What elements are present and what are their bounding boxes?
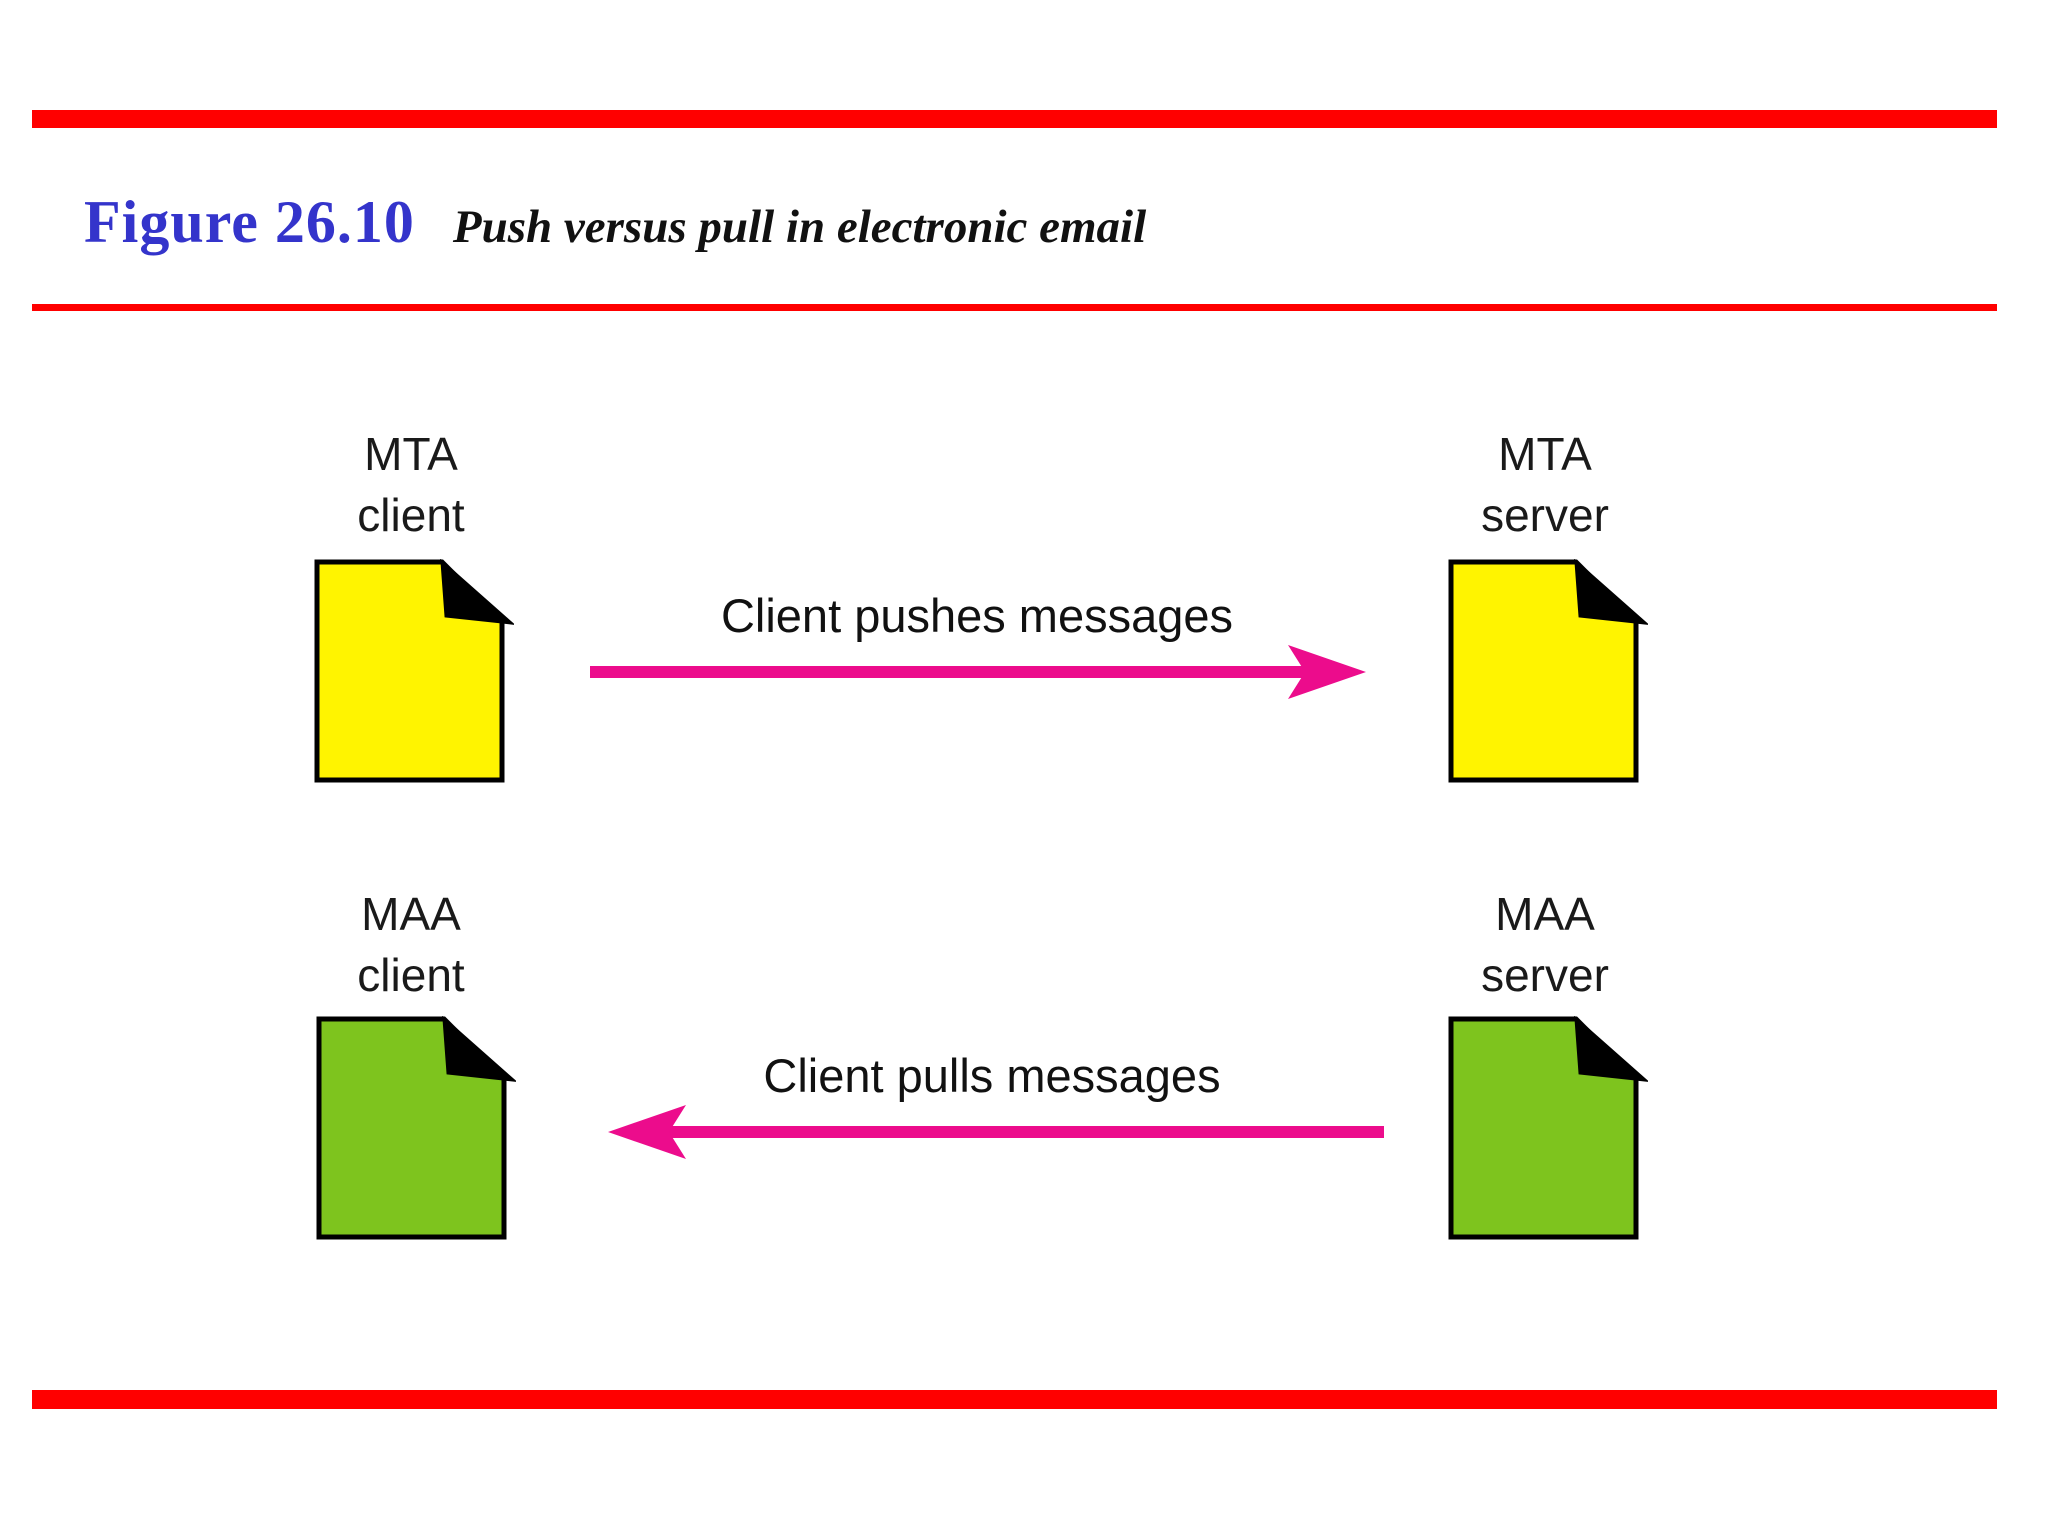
maa-client-label-line2: client: [357, 949, 465, 1001]
figure-number: Figure 26.10: [84, 189, 415, 255]
mta-server-label-line2: server: [1481, 489, 1609, 541]
maa-server-label-line1: MAA: [1495, 888, 1595, 940]
maa-client-label: MAA client: [261, 884, 561, 1006]
figure-caption: Push versus pull in electronic email: [452, 201, 1147, 253]
bottom-red-rule: [32, 1390, 1997, 1409]
document-icon-mta-client: [314, 559, 514, 783]
mta-client-label-line2: client: [357, 489, 465, 541]
push-arrow-icon: [590, 645, 1366, 699]
mta-server-label: MTA server: [1395, 424, 1695, 546]
maa-server-label: MAA server: [1395, 884, 1695, 1006]
title-underline-rule: [32, 304, 1997, 311]
push-arrow-label: Client pushes messages: [720, 589, 1234, 642]
top-red-rule: [32, 110, 1997, 128]
mta-client-label: MTA client: [261, 424, 561, 546]
mta-server-label-line1: MTA: [1498, 428, 1592, 480]
pull-arrow-label: Client pulls messages: [763, 1049, 1221, 1102]
document-icon-maa-server: [1448, 1016, 1648, 1240]
maa-client-label-line1: MAA: [361, 888, 461, 940]
document-icon-mta-server: [1448, 559, 1648, 783]
maa-server-label-line2: server: [1481, 949, 1609, 1001]
mta-client-label-line1: MTA: [364, 428, 458, 480]
pull-arrow-icon: [608, 1105, 1384, 1159]
document-icon-maa-client: [316, 1016, 516, 1240]
title-row: Figure 26.10 Push versus pull in electro…: [84, 188, 1146, 257]
